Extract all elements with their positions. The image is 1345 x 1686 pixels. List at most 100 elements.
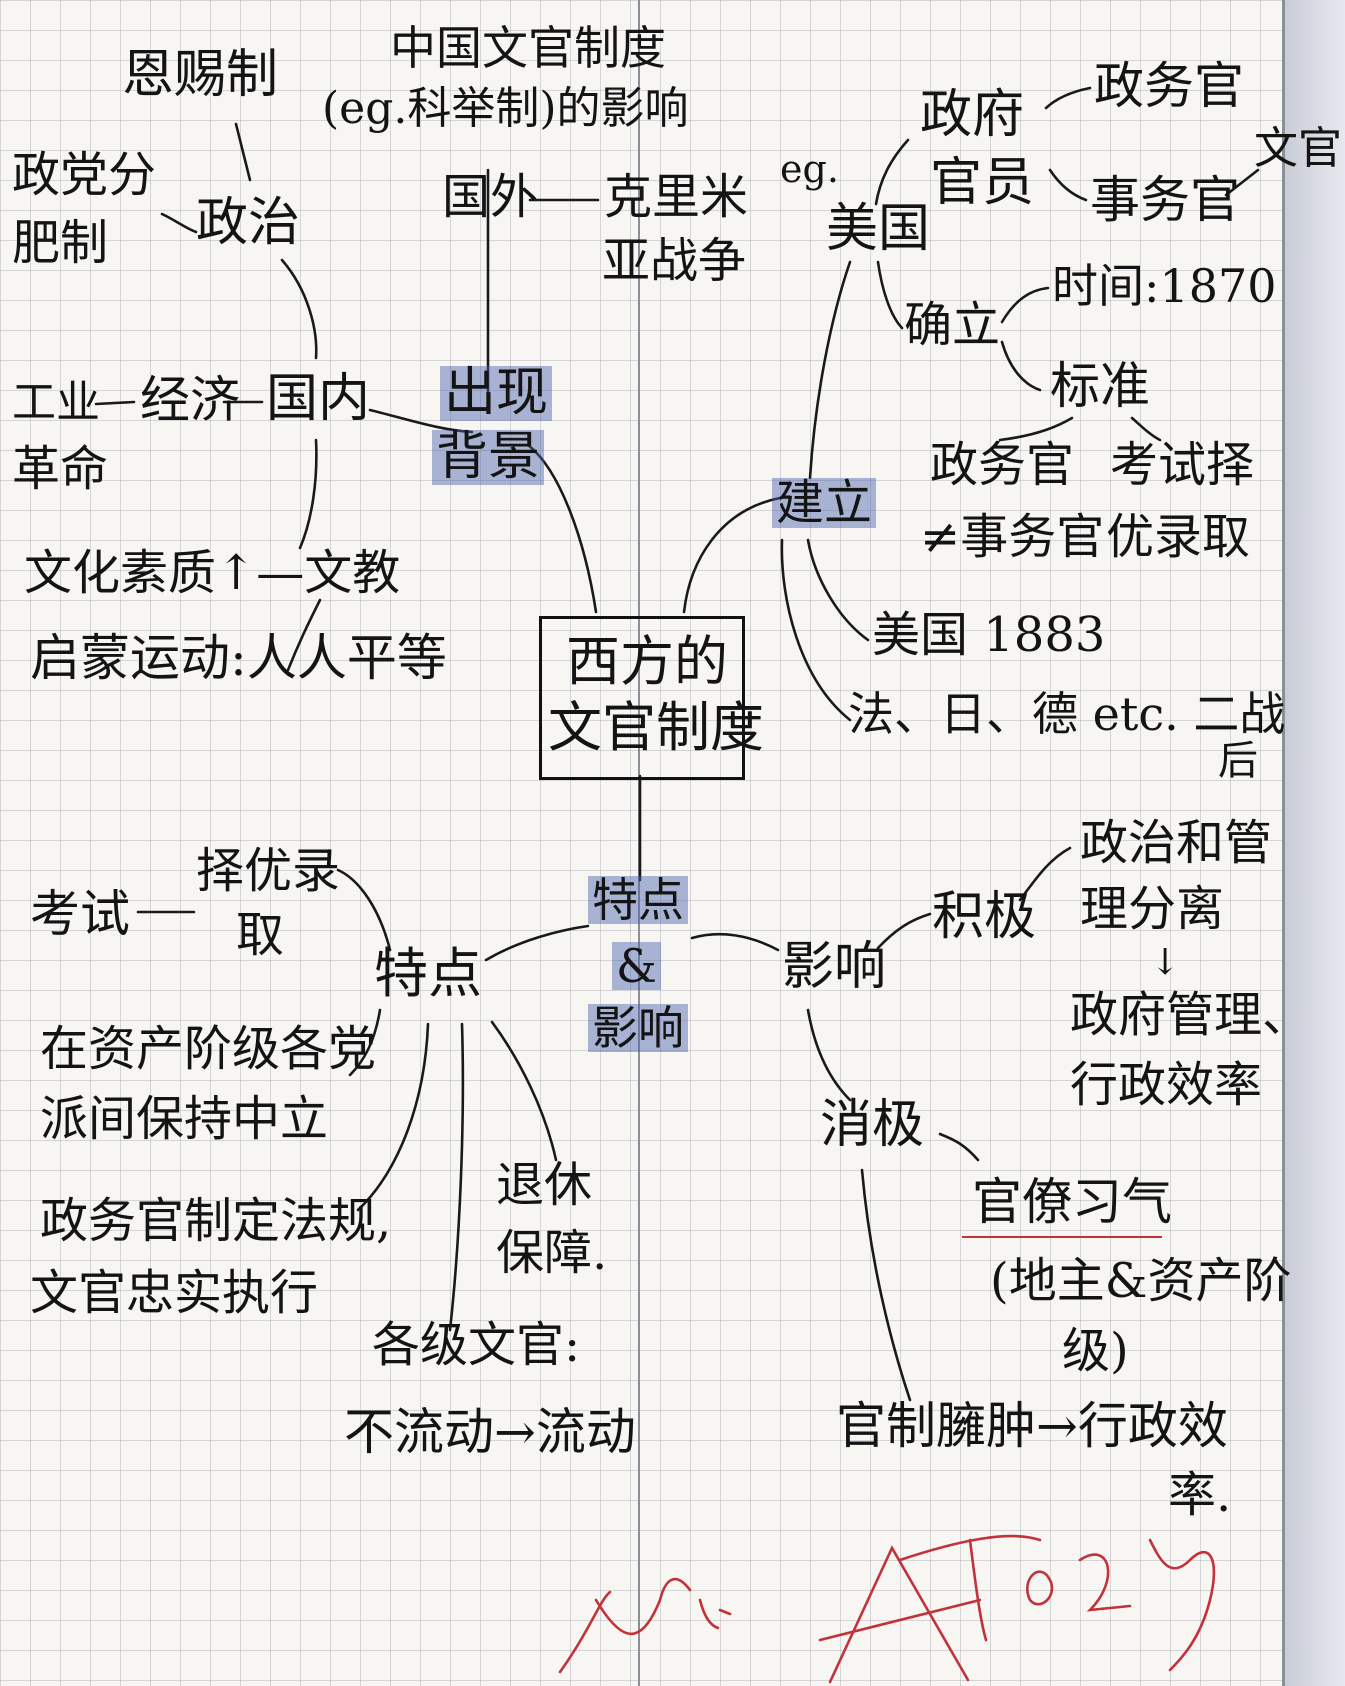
link-usa-established (876, 260, 904, 330)
link-standard-std1 (998, 416, 1074, 442)
link-admin-civil (1224, 168, 1260, 197)
separation-line2: 理分离 (1080, 881, 1225, 937)
select-best-line1: 择优录 (196, 843, 341, 899)
link-politics-grace (234, 122, 252, 182)
law-execution-line2: 文官忠实执行 (30, 1265, 319, 1321)
page-edge (1285, 0, 1345, 1686)
down-arrow: ↓ (1150, 942, 1181, 983)
link-impact-positive (876, 912, 932, 950)
law-execution-line1: 政务官制定法规, (40, 1193, 392, 1249)
industrial-revolution-line1: 工业 (12, 377, 100, 428)
link-economy-industrial (94, 400, 136, 406)
background-title-line1: 出现 (440, 366, 553, 421)
link-establish-others (780, 538, 852, 722)
retirement-line1: 退休 (496, 1157, 593, 1213)
background-title-line2: 背景 (432, 430, 545, 485)
foreign-label: 国外 (442, 169, 539, 225)
standard2-line1: 考试择 (1110, 437, 1255, 493)
link-gov-admin (1048, 168, 1088, 202)
link-domestic-culture (298, 438, 318, 550)
center-topic-line2: 文官制度 (548, 696, 764, 759)
gov-officials-line1: 政府 (920, 85, 1025, 145)
standard1-line2: ≠事务官 (920, 509, 1105, 565)
other-countries-line1: 法、日、德 etc. 二战 (848, 687, 1286, 741)
features-impact-title-line2: & (612, 942, 661, 990)
link-center-background (526, 443, 598, 614)
civil-officer-label: 文官 (1254, 123, 1342, 174)
spoils-system-line2: 肥制 (12, 215, 109, 271)
civil-levels-line2: 不流动→流动 (344, 1403, 636, 1461)
bloated-line2: 率. (1168, 1467, 1232, 1523)
select-best-line2: 取 (236, 907, 285, 963)
link-negative-bureau (938, 1132, 980, 1162)
eg-label: eg. (780, 147, 839, 191)
civil-levels-line1: 各级文官: (372, 1317, 581, 1373)
economy-label: 经济 (140, 371, 240, 429)
link-positive-sep (1018, 846, 1072, 902)
link-features-levels (448, 1022, 465, 1332)
standard2-line2: 优录取 (1106, 509, 1251, 565)
china-influence-line1: 中国文官制度 (390, 21, 666, 75)
gov-management-line2: 行政效率 (1070, 1057, 1263, 1113)
link-features-neutral (348, 1008, 382, 1077)
standard-label: 标准 (1050, 357, 1150, 415)
china-influence-line2: (eg.科举制)的影响 (322, 83, 689, 134)
gov-officials-line2: 官员 (930, 153, 1035, 213)
link-gov-political (1044, 86, 1092, 110)
center-topic-line1: 西方的 (566, 630, 728, 693)
time-label: 时间:1870 (1052, 259, 1277, 313)
retirement-line2: 保障. (496, 1225, 608, 1281)
link-negative-bloated (860, 1168, 912, 1402)
neutrality-line2: 派间保持中立 (40, 1091, 329, 1147)
link-background-domestic (368, 408, 474, 434)
link-establish-usa (808, 260, 852, 480)
link-usa-gov (874, 138, 910, 206)
features-impact-title-line1: 特点 (588, 876, 688, 924)
link-politics-spoils (160, 212, 198, 234)
center-topic-box (539, 616, 745, 780)
spoils-system-line1: 政党分 (12, 147, 157, 203)
link-features-law (356, 1022, 430, 1212)
exam-label: 考试 (30, 885, 130, 943)
negative-label: 消极 (820, 1095, 925, 1155)
link-establish-1883 (806, 538, 870, 642)
administrative-officer-label: 事务官 (1090, 171, 1240, 229)
link-features-retire (490, 1020, 558, 1162)
political-officer-label: 政务官 (1094, 57, 1244, 115)
features-title: 特点 (374, 942, 482, 1005)
usa-label: 美国 (826, 199, 931, 259)
bureaucracy-underline (962, 1236, 1162, 1238)
link-fi-impact (690, 932, 780, 952)
link-domestic-politics (280, 258, 318, 360)
grace-system-label: 恩赐制 (122, 45, 279, 105)
culture-education-label: 文化素质↑—文教 (24, 545, 401, 601)
impact-title: 影响 (782, 937, 887, 997)
enlightenment-label: 启蒙运动:人人平等 (30, 629, 447, 687)
link-culture-enlight (286, 598, 322, 672)
crimean-war-line1: 克里米 (604, 169, 749, 225)
establishment-title: 建立 (772, 478, 877, 528)
standard1-line1: 政务官 (930, 437, 1075, 493)
link-established-standard (1000, 340, 1042, 392)
bureaucracy-label: 官僚习气 (972, 1173, 1172, 1231)
neutrality-line1: 在资产阶级各党 (40, 1021, 377, 1077)
positive-label: 积极 (932, 887, 1037, 947)
other-countries-line2: 后 (1218, 738, 1258, 784)
landlord-line1: (地主&资产阶 (990, 1253, 1292, 1309)
features-impact-title-line3: 影响 (588, 1004, 688, 1052)
domestic-label: 国内 (266, 369, 371, 429)
crimean-war-line2: 亚战争 (602, 233, 747, 289)
link-features-select (336, 868, 392, 952)
gov-management-line1: 政府管理、 (1070, 987, 1311, 1043)
bloated-line1: 官制臃肿→行政效 (836, 1397, 1228, 1455)
link-established-time (1000, 286, 1050, 324)
established-label: 确立 (904, 297, 1001, 353)
link-impact-negative (806, 1008, 852, 1102)
separation-line1: 政治和管 (1080, 815, 1273, 871)
politics-label: 政治 (196, 193, 301, 253)
landlord-line2: 级) (1062, 1323, 1129, 1379)
link-standard-std2 (1130, 416, 1162, 442)
link-fi-features (484, 924, 590, 962)
